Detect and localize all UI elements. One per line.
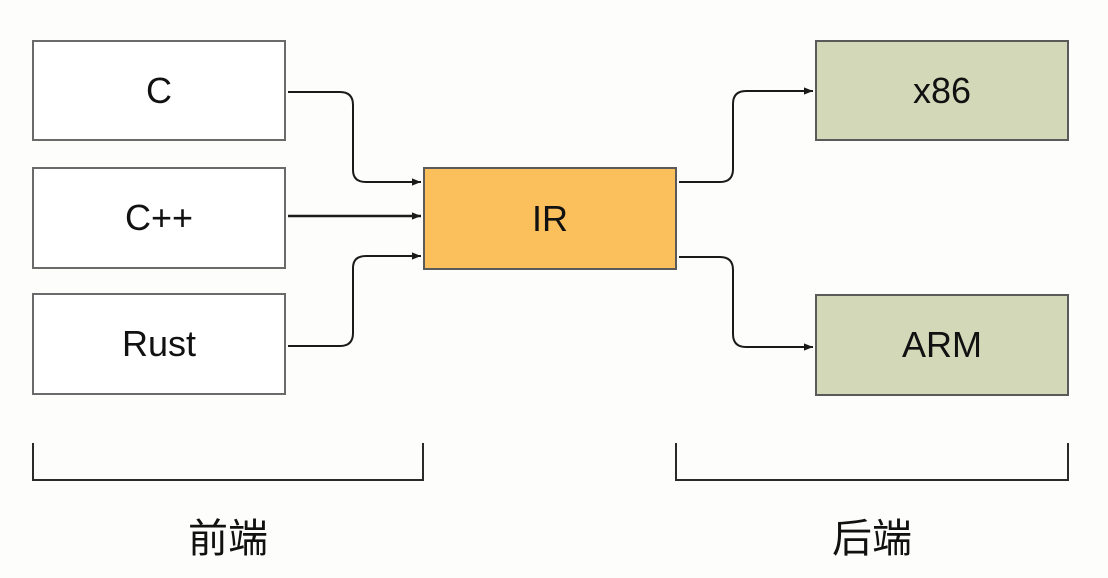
arrow-ir-to-x86	[679, 87, 813, 183]
frontend-label: 前端	[188, 516, 268, 562]
backend-bracket	[675, 443, 1069, 481]
source-box-rust: Rust	[32, 293, 286, 395]
source-label-rust: Rust	[121, 323, 197, 364]
arrow-c-to-ir	[288, 91, 421, 186]
backend-label: 后端	[832, 516, 912, 562]
target-box-x86: x86	[815, 40, 1069, 141]
source-box-c: C	[32, 40, 286, 141]
source-label-c: C	[146, 69, 172, 111]
arrow-rust-to-ir	[288, 252, 421, 347]
frontend-bracket	[32, 443, 424, 481]
ir-box: IR	[423, 167, 677, 270]
target-box-arm: ARM	[815, 294, 1069, 396]
source-label-cpp: C++	[124, 197, 194, 238]
arrow-ir-to-arm	[679, 256, 813, 351]
ir-label: IR	[532, 197, 568, 239]
target-label-arm: ARM	[902, 324, 982, 365]
source-box-cpp: C++	[32, 167, 286, 269]
target-label-x86: x86	[912, 69, 972, 111]
